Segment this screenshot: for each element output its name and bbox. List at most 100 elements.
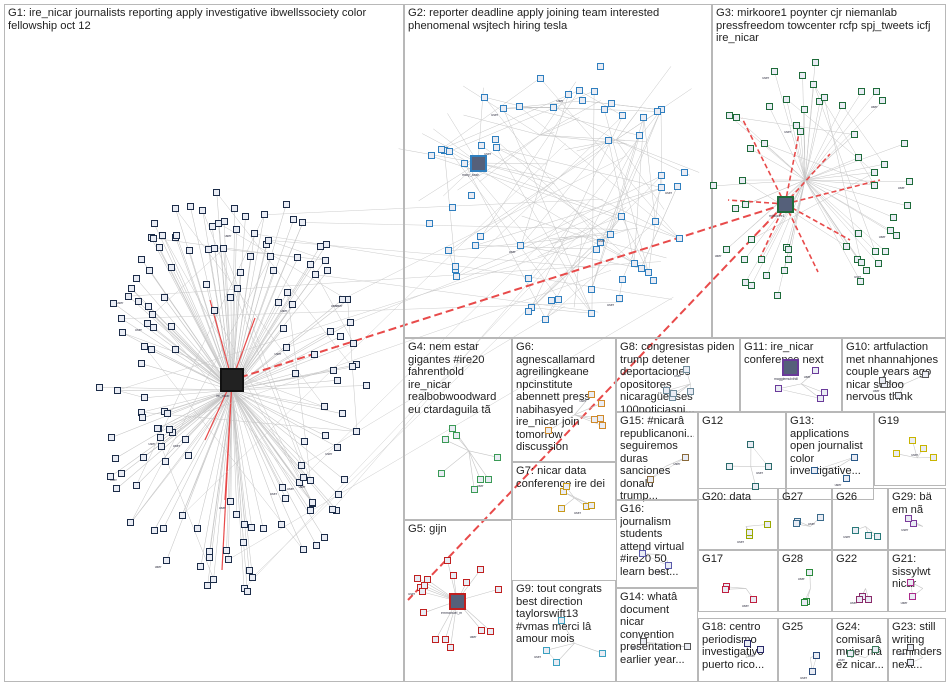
node-g2[interactable]: [477, 142, 485, 150]
node-g1[interactable]: [248, 573, 256, 581]
node-g1[interactable]: [113, 485, 121, 493]
node-g3[interactable]: [710, 182, 718, 190]
node-g3[interactable]: [887, 227, 895, 235]
node-g1[interactable]: [167, 322, 175, 330]
node-g1[interactable]: [118, 470, 126, 478]
node-g2[interactable]: [467, 191, 475, 199]
node-g1[interactable]: [308, 499, 316, 507]
node-g28[interactable]: [806, 569, 814, 577]
node-g1[interactable]: [213, 189, 221, 197]
node-g1[interactable]: [311, 271, 319, 279]
node-g10[interactable]: [922, 370, 930, 378]
node-g1[interactable]: [155, 243, 163, 251]
node-g3[interactable]: [780, 267, 788, 275]
node-g1[interactable]: [186, 203, 194, 211]
node-g1[interactable]: [125, 292, 133, 300]
node-g11[interactable]: [812, 366, 820, 374]
node-g1[interactable]: [323, 240, 331, 248]
node-g4[interactable]: [452, 432, 460, 440]
node-g1[interactable]: [215, 219, 222, 227]
node-g1[interactable]: [282, 201, 290, 209]
node-g2[interactable]: [587, 285, 595, 293]
node-g3[interactable]: [792, 122, 800, 130]
node-g1[interactable]: [290, 216, 298, 224]
node-g5[interactable]: [447, 644, 455, 652]
node-g1[interactable]: [137, 255, 145, 263]
node-g1[interactable]: [134, 298, 142, 306]
node-g1[interactable]: [132, 275, 140, 283]
node-g4[interactable]: [476, 475, 484, 483]
node-g3[interactable]: [723, 245, 731, 253]
node-g3[interactable]: [741, 256, 749, 264]
node-g13[interactable]: [850, 453, 858, 461]
node-g2[interactable]: [640, 113, 648, 121]
node-g25[interactable]: [808, 667, 816, 675]
node-g1[interactable]: [362, 382, 370, 389]
node-g3[interactable]: [890, 214, 898, 222]
node-g3[interactable]: [901, 140, 909, 148]
node-g1[interactable]: [178, 511, 186, 519]
hub-node-g3[interactable]: [776, 195, 794, 213]
node-g18[interactable]: [744, 639, 752, 647]
node-g1[interactable]: [233, 510, 241, 518]
node-g20[interactable]: [764, 520, 772, 528]
node-g3[interactable]: [903, 202, 911, 210]
node-g1[interactable]: [107, 472, 115, 480]
node-g1[interactable]: [329, 505, 337, 513]
node-g9[interactable]: [557, 616, 565, 624]
node-g1[interactable]: [157, 442, 165, 450]
node-g3[interactable]: [747, 145, 755, 153]
node-g1[interactable]: [168, 264, 176, 272]
node-g1[interactable]: [160, 294, 168, 302]
hub-node-g11[interactable]: [781, 358, 799, 376]
node-g15[interactable]: [647, 475, 655, 483]
node-g2[interactable]: [619, 112, 627, 120]
node-g2[interactable]: [480, 93, 488, 101]
node-g2[interactable]: [542, 315, 550, 323]
node-g1[interactable]: [321, 256, 329, 264]
node-g5[interactable]: [441, 636, 449, 644]
node-g5[interactable]: [478, 626, 486, 634]
node-g2[interactable]: [427, 152, 435, 160]
node-g1[interactable]: [185, 246, 193, 254]
node-g1[interactable]: [289, 301, 297, 309]
node-g7[interactable]: [588, 501, 596, 509]
node-g2[interactable]: [636, 132, 644, 140]
node-g1[interactable]: [202, 281, 210, 289]
node-g1[interactable]: [210, 575, 218, 583]
node-g1[interactable]: [184, 452, 192, 460]
node-g1[interactable]: [119, 329, 127, 337]
node-g2[interactable]: [651, 218, 659, 226]
node-g1[interactable]: [310, 350, 318, 358]
node-g1[interactable]: [294, 254, 302, 262]
node-g1[interactable]: [327, 327, 335, 335]
node-g1[interactable]: [144, 302, 152, 310]
node-g12[interactable]: [764, 462, 772, 470]
node-g2[interactable]: [604, 136, 612, 144]
node-g2[interactable]: [600, 106, 608, 114]
node-g3[interactable]: [871, 247, 879, 255]
node-g5[interactable]: [432, 636, 440, 643]
node-g8[interactable]: [682, 365, 690, 373]
node-g4[interactable]: [449, 424, 457, 432]
node-g1[interactable]: [316, 242, 324, 250]
node-g2[interactable]: [491, 135, 499, 143]
node-g3[interactable]: [742, 201, 750, 209]
node-g1[interactable]: [162, 458, 169, 466]
node-g1[interactable]: [206, 547, 213, 555]
node-g1[interactable]: [171, 345, 179, 353]
node-g1[interactable]: [299, 219, 307, 227]
node-g1[interactable]: [334, 490, 342, 498]
node-g2[interactable]: [536, 74, 544, 82]
node-g28[interactable]: [800, 598, 808, 606]
node-g1[interactable]: [150, 234, 158, 242]
node-g7[interactable]: [562, 483, 570, 491]
node-g3[interactable]: [871, 168, 879, 176]
node-g3[interactable]: [854, 230, 862, 238]
node-g13[interactable]: [811, 466, 819, 474]
node-g1[interactable]: [150, 526, 158, 534]
node-g2[interactable]: [615, 294, 623, 302]
node-g10[interactable]: [879, 377, 887, 385]
node-g22[interactable]: [865, 596, 873, 604]
node-g1[interactable]: [143, 320, 151, 328]
